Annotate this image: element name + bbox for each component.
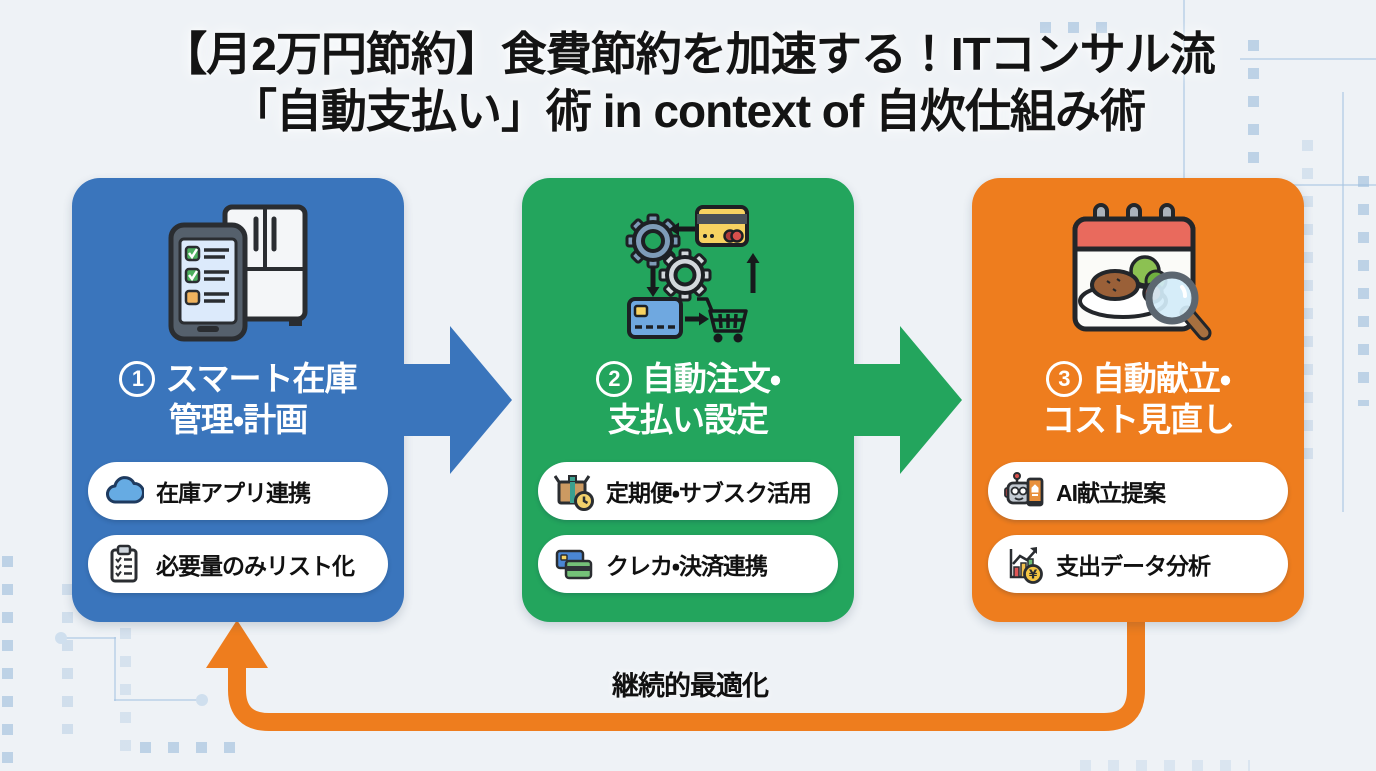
- step-card-3: 3 自動献立・ コスト見直し: [972, 178, 1304, 622]
- step-card-2: 2 自動注文・ 支払い設定 定期便・サブスク活: [522, 178, 854, 622]
- step-title-text: 管理・計画: [168, 401, 308, 438]
- step-title-text: コスト見直し: [1042, 401, 1235, 438]
- step-number-badge: 1: [119, 360, 156, 397]
- clipboard-checklist-icon: [102, 544, 146, 584]
- gears-cards-cart-icon: [613, 202, 763, 344]
- feature-pill: クレカ・決済連携: [538, 535, 838, 593]
- feature-pill-label: 在庫アプリ連携: [156, 480, 311, 506]
- feature-pill-label: 定期便・サブスク活用: [606, 480, 812, 506]
- step-card-1: 1 スマート在庫 管理・計画 在庫アプリ連携: [72, 178, 404, 622]
- step-title-3: 3 自動献立・ コスト見直し: [1042, 358, 1235, 440]
- feature-pill-label: AI献立提案: [1056, 480, 1166, 506]
- step-number-badge: 2: [595, 360, 632, 397]
- step-title-text: 支払い設定: [607, 401, 769, 438]
- step-title-2: 2 自動注文・ 支払い設定: [595, 358, 781, 440]
- title-line-2: 「自動支払い」術 in context of 自炊仕組み術: [231, 85, 1146, 137]
- meal-calendar-magnifier-icon: [1063, 202, 1213, 344]
- svg-text:¥: ¥: [1029, 568, 1038, 582]
- flow-arrow-right-2: [848, 326, 962, 474]
- spending-chart-icon: ¥: [1002, 544, 1046, 584]
- step-title-text: 自動献立・: [1091, 360, 1231, 397]
- subscription-box-icon: [552, 471, 596, 511]
- page-title: 【月2万円節約】食費節約を加速する！ITコンサル流 「自動支払い」術 in co…: [0, 26, 1376, 140]
- feature-pill: 必要量のみリスト化: [88, 535, 388, 593]
- flow-arrow-right-1: [398, 326, 512, 474]
- step-number-badge: 3: [1045, 360, 1082, 397]
- step-title-1: 1 スマート在庫 管理・計画: [119, 358, 358, 440]
- title-line-1: 【月2万円節約】食費節約を加速する！ITコンサル流: [161, 28, 1215, 80]
- robot-cookbook-icon: [1002, 471, 1046, 511]
- cloud-icon: [102, 471, 146, 511]
- feature-pill: AI献立提案: [988, 462, 1288, 520]
- feature-pill-label: クレカ・決済連携: [606, 553, 768, 579]
- feature-pill-label: 必要量のみリスト化: [156, 553, 355, 579]
- smartphone-checklist-refrigerator-icon: [163, 202, 313, 344]
- credit-cards-icon: [552, 544, 596, 584]
- feature-pill-label: 支出データ分析: [1056, 553, 1211, 579]
- step-title-text: 自動注文・: [641, 360, 781, 397]
- feature-pill: 在庫アプリ連携: [88, 462, 388, 520]
- feature-pill: ¥ 支出データ分析: [988, 535, 1288, 593]
- feature-pill: 定期便・サブスク活用: [538, 462, 838, 520]
- step-title-text: スマート在庫: [165, 360, 357, 397]
- feedback-loop-label: 継続的最適化: [612, 671, 769, 701]
